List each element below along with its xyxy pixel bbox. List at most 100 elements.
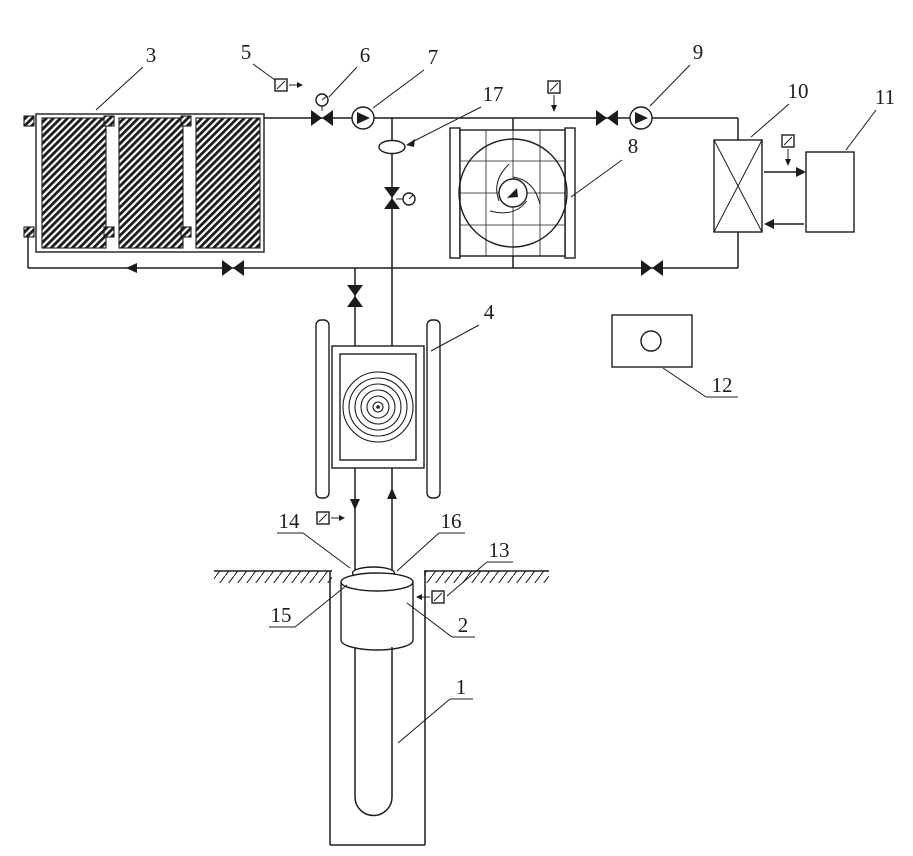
sensor-load-supply — [781, 134, 795, 166]
right-arrow-icon — [297, 82, 303, 88]
ground-hatch — [424, 571, 549, 583]
fan-coil-unit — [449, 127, 576, 259]
leader-line — [397, 698, 451, 744]
callout-14: 14 — [279, 509, 301, 533]
collector-connector — [23, 226, 35, 238]
valve-body-icon — [641, 260, 652, 276]
compressor-coil-icon — [372, 401, 384, 413]
leader-line — [252, 63, 276, 81]
valve-body-icon — [384, 187, 400, 198]
leader-arrow-icon — [406, 139, 415, 147]
sensor-tick — [318, 513, 328, 523]
callout-4: 4 — [484, 300, 495, 324]
right-arrow-icon — [796, 167, 806, 177]
heat-exchanger — [713, 139, 763, 233]
heat-exchanger-diagonal — [713, 139, 763, 233]
callout-15: 15 — [271, 603, 292, 627]
ground-surface — [214, 570, 549, 583]
leader-line — [662, 367, 707, 398]
fan-blade-icon — [489, 200, 528, 214]
solar-panel — [41, 117, 107, 249]
flow-arrows — [126, 263, 397, 510]
fan-shroud-icon — [458, 138, 568, 248]
left-arrow-icon — [764, 219, 774, 229]
sensor-fan-inlet — [547, 80, 561, 112]
leader-line — [570, 159, 623, 198]
callout-2: 2 — [458, 613, 469, 637]
fan-blade-icon — [512, 176, 541, 205]
callout-5: 5 — [241, 40, 252, 64]
callout-1: 1 — [456, 675, 467, 699]
collector-connector — [180, 226, 192, 238]
valve-body-icon — [384, 198, 400, 209]
compressor-coil-icon — [342, 371, 414, 443]
callout-11: 11 — [875, 85, 895, 109]
ground-hatch — [214, 571, 332, 583]
leader-line — [372, 69, 425, 109]
valve-body-icon — [607, 110, 618, 126]
sensor-tick — [433, 592, 443, 602]
sensor-tick — [276, 80, 286, 90]
left-arrow-icon — [416, 594, 422, 600]
valve-return-right — [641, 260, 663, 276]
pump-9 — [629, 106, 653, 130]
sensor-5 — [274, 78, 303, 92]
callout-17: 17 — [483, 82, 504, 106]
pump-7 — [351, 106, 375, 130]
callout-16: 16 — [441, 509, 462, 533]
controller-unit — [611, 314, 693, 368]
valve-body-icon — [347, 296, 363, 307]
callouts: 3 5 6 7 17 9 10 11 8 12 4 14 16 13 — [95, 40, 895, 744]
heat-pump-inner-frame — [339, 353, 417, 461]
valve-return-left — [222, 260, 244, 276]
valve-bypass — [384, 187, 416, 209]
valve-body-icon — [233, 260, 244, 276]
gauge-needle — [408, 194, 414, 200]
valve-6 — [311, 93, 333, 126]
sensor-tick — [549, 82, 559, 92]
wellhead-bottom-arc — [340, 639, 414, 651]
left-arrow-icon — [126, 263, 137, 273]
valve-top-right — [596, 110, 618, 126]
callout-3: 3 — [146, 43, 157, 67]
wellhead-assembly — [340, 566, 414, 651]
sensor-tick — [783, 136, 793, 146]
leader-line — [95, 66, 144, 111]
heat-pump-unit — [315, 319, 441, 499]
leader-line — [446, 561, 488, 597]
leader-line — [430, 324, 480, 352]
sensor-14 — [316, 511, 345, 525]
solar-panel — [118, 117, 184, 249]
callout-8: 8 — [628, 134, 639, 158]
leader-line — [294, 584, 348, 628]
heat-pump-rail — [426, 319, 441, 499]
leader-line — [302, 532, 351, 569]
compressor-center-dot — [376, 405, 380, 409]
pump-impeller-icon — [635, 112, 648, 124]
valve-body-icon — [596, 110, 607, 126]
solar-collector-array — [23, 113, 265, 253]
fan-blade-icon — [496, 163, 510, 202]
down-arrow-icon — [785, 159, 791, 166]
down-arrow-icon — [350, 499, 360, 510]
leader-line — [411, 106, 482, 143]
callout-12: 12 — [712, 373, 733, 397]
leader-line — [649, 64, 691, 107]
callout-13: 13 — [489, 538, 510, 562]
compressor-coil-icon — [366, 395, 390, 419]
flow-meter-17 — [378, 139, 406, 155]
valve-heatpump-feed — [347, 285, 363, 307]
controller-body — [611, 314, 693, 368]
valve-body-icon — [652, 260, 663, 276]
wellhead-top — [340, 572, 414, 592]
hx-load-arrows — [764, 167, 806, 229]
right-arrow-icon — [339, 515, 345, 521]
callout-10: 10 — [788, 79, 809, 103]
u-tube — [354, 647, 393, 817]
callout-9: 9 — [693, 40, 704, 64]
solar-panel — [195, 117, 261, 249]
collector-connector — [103, 226, 115, 238]
down-arrow-icon — [551, 105, 557, 112]
